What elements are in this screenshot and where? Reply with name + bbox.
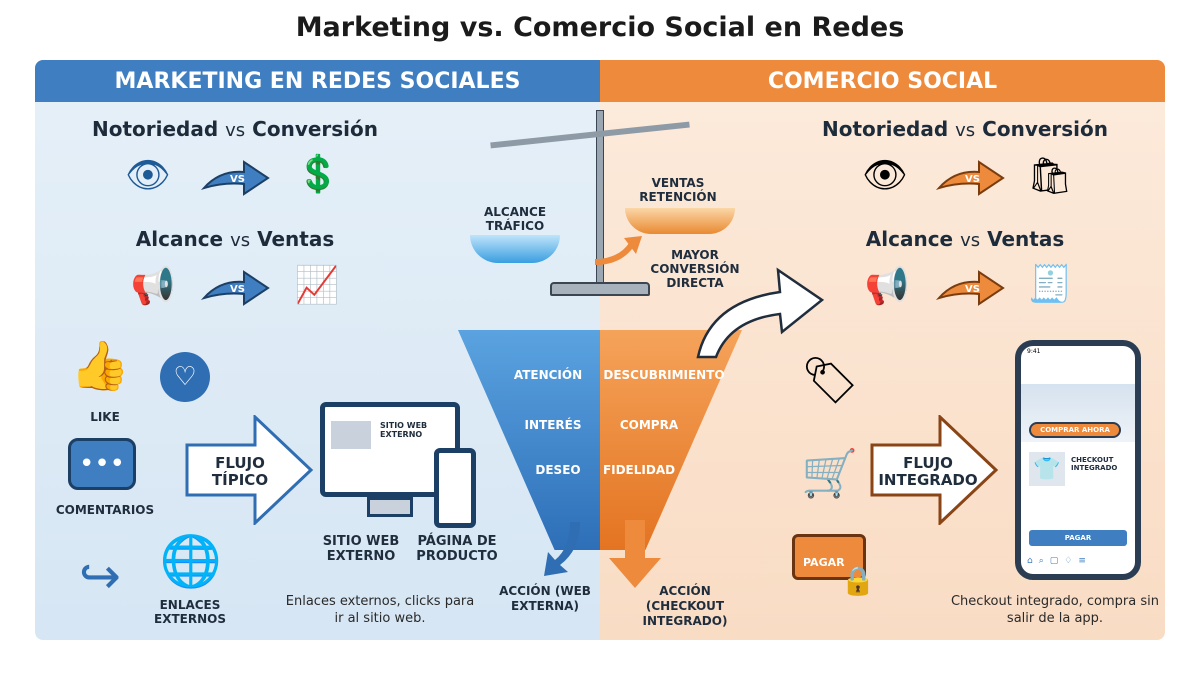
vs-arrow-icon: VS — [935, 270, 1005, 306]
scale-pan-right — [625, 208, 735, 234]
vs-arrow-icon: VS — [935, 160, 1005, 196]
marketing-header: MARKETING EN REDES SOCIALES — [35, 60, 600, 102]
comment-icon: ••• — [68, 438, 136, 490]
left-awareness-vs-conversion: Notoriedad vs Conversión — [91, 117, 379, 141]
monitor-stand — [367, 497, 413, 517]
vs-badge: VS — [230, 174, 245, 185]
scale-pan-left — [470, 235, 560, 263]
social-commerce-header: COMERCIO SOCIAL — [600, 60, 1165, 102]
pay-button[interactable]: PAGAR — [1029, 530, 1127, 546]
tshirt-icon: 👕 — [1029, 452, 1065, 486]
buy-now-button[interactable]: COMPRAR AHORA — [1029, 422, 1121, 438]
funnel-loyalty: FIDELIDAD — [602, 463, 676, 477]
funnel-discovery: DESCUBRIMIENTO — [603, 368, 725, 382]
vs-badge: VS — [965, 284, 980, 295]
vs-badge: VS — [230, 284, 245, 295]
phone-nav-bar: ⌂⌕▢♢≡ — [1027, 556, 1092, 566]
shopping-bag-check-icon: 🛍 — [1027, 156, 1073, 197]
image-placeholder — [331, 421, 371, 449]
megaphone-icon: 📢 — [864, 266, 910, 307]
funnel-interest: INTERÉS — [524, 418, 582, 432]
cart-plus-icon: 🛒 — [801, 445, 859, 500]
pay-card: PAGAR — [792, 534, 866, 580]
vs-badge: VS — [965, 174, 980, 185]
vs-arrow-icon: VS — [200, 160, 270, 196]
integrated-flow-label: FLUJO INTEGRADO — [878, 454, 978, 489]
phone-time: 9:41 — [1027, 348, 1041, 355]
vs-arrow-icon: VS — [200, 270, 270, 306]
right-caption: Checkout integrado, compra sin salir de … — [950, 594, 1159, 626]
flow-arrow-icon — [870, 415, 999, 525]
cash-register-icon: 🧾 — [1027, 264, 1073, 305]
monitor-icon: SITIO WEB EXTERNO — [320, 402, 460, 497]
thumbs-up-icon: 👍 — [70, 337, 130, 394]
lock-icon: 🔒 — [840, 563, 876, 597]
eye-icon: 👁 — [862, 155, 908, 196]
curved-arrow-icon — [594, 236, 642, 265]
right-awareness-vs-conversion: Notoriedad vs Conversión — [821, 117, 1109, 141]
growth-chart-coins-icon: 📈 — [294, 265, 340, 306]
scale-left-label: ALCANCE TRÁFICO — [483, 205, 547, 233]
blue-down-arrow-icon — [544, 522, 580, 576]
phone-mockup: 9:41 COMPRAR AHORA 👕 CHECKOUT INTEGRADO … — [1015, 340, 1141, 580]
dollar-cycle-icon: 💲 — [295, 154, 341, 195]
like-label: LIKE — [90, 410, 120, 424]
funnel-attention: ATENCIÓN — [513, 368, 583, 382]
right-action-label: ACCIÓN (CHECKOUT INTEGRADO) — [642, 584, 728, 628]
globe-icon: 🌐 — [159, 531, 223, 590]
scale-right-label: VENTAS RETENCIÓN — [639, 176, 717, 204]
typical-flow-label: FLUJO TÍPICO — [211, 454, 269, 489]
funnel-purchase: COMPRA — [619, 418, 679, 432]
orange-down-arrow-icon — [609, 520, 661, 588]
scale-note: MAYOR CONVERSIÓN DIRECTA — [650, 248, 740, 290]
heart-icon: ♡ — [160, 352, 210, 402]
page-title: Marketing vs. Comercio Social en Redes — [295, 12, 905, 43]
share-icon: ↪ — [79, 546, 121, 605]
left-action-label: ACCIÓN (WEB EXTERNA) — [499, 584, 591, 613]
flow-arrow-icon — [185, 415, 314, 525]
left-reach-vs-sales: Alcance vs Ventas — [135, 227, 335, 251]
left-caption: Enlaces externos, clicks para ir al siti… — [285, 594, 475, 626]
funnel-desire: DESEO — [535, 463, 581, 477]
right-reach-vs-sales: Alcance vs Ventas — [865, 227, 1065, 251]
megaphone-icon: 📢 — [130, 266, 176, 307]
product-page-label: PÁGINA DE PRODUCTO — [416, 534, 498, 564]
external-site-label: SITIO WEB EXTERNO — [322, 534, 400, 564]
comments-label: COMENTARIOS — [55, 503, 155, 517]
discount-tag-icon: 🏷 — [800, 352, 860, 407]
integrated-checkout-text: CHECKOUT INTEGRADO — [1071, 456, 1118, 472]
scale-base — [550, 282, 650, 296]
phone-icon — [434, 448, 476, 528]
white-curved-arrow-icon — [696, 267, 825, 359]
external-links-label: ENLACES EXTERNOS — [154, 598, 226, 626]
eye-icon: 👁 — [125, 155, 171, 196]
monitor-screen-text: SITIO WEB EXTERNO — [380, 421, 428, 439]
